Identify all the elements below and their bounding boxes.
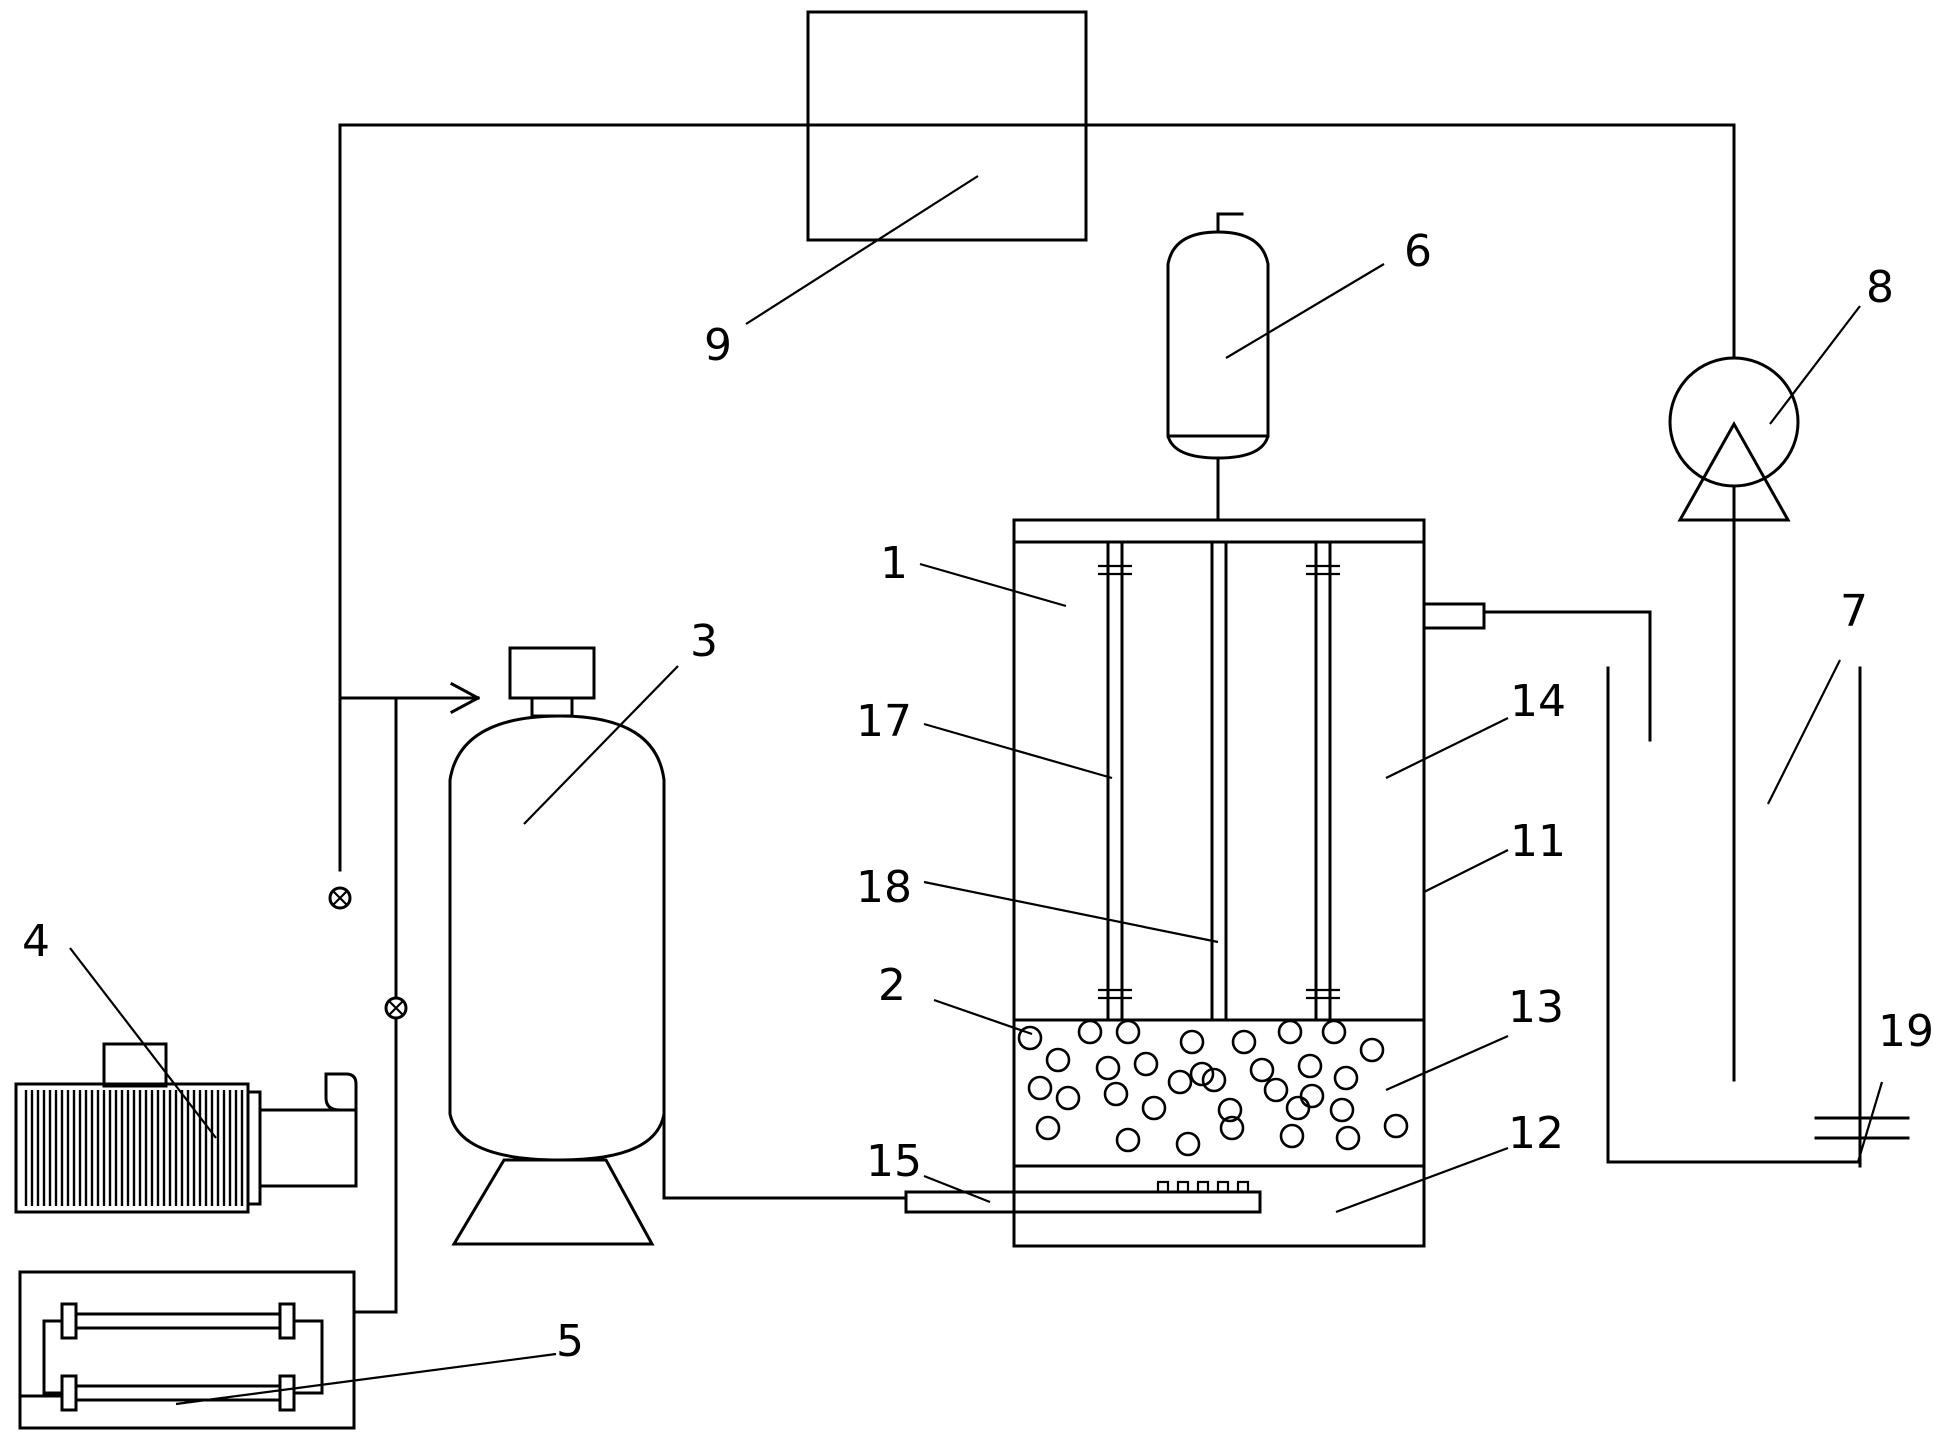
label-3: 3 (690, 616, 718, 667)
particle (1383, 1113, 1409, 1139)
particle (1279, 1123, 1305, 1149)
label-13: 13 (1508, 982, 1564, 1033)
particle (1297, 1053, 1323, 1079)
label-14: 14 (1510, 676, 1566, 727)
label-18: 18 (856, 862, 912, 913)
particle (1277, 1019, 1303, 1045)
electrode-rods (1098, 540, 1340, 1022)
motor-icon (14, 1042, 358, 1214)
top-main-pipe (338, 123, 1736, 1082)
particle (1095, 1055, 1121, 1081)
label-17: 17 (856, 696, 912, 747)
particle (1027, 1075, 1053, 1101)
leader-lines (69, 175, 1884, 1406)
particle (1219, 1115, 1245, 1141)
component-7-tank (1606, 666, 1862, 1164)
particle (1103, 1081, 1129, 1107)
component-3-tank (448, 646, 908, 1246)
label-9: 9 (704, 320, 732, 371)
particle (1077, 1019, 1103, 1045)
particle (1141, 1095, 1167, 1121)
particle (1167, 1069, 1193, 1095)
branch-pipe-to-tank-3 (338, 681, 481, 1314)
labels: 9 6 8 1 3 17 14 7 11 18 4 2 13 19 12 15 … (22, 226, 1934, 1367)
valve-icon[interactable] (384, 996, 408, 1020)
particle (1285, 1095, 1311, 1121)
particle (1115, 1019, 1141, 1045)
particle (1201, 1067, 1227, 1093)
pump-icon (1668, 356, 1800, 1082)
particle (1035, 1115, 1061, 1141)
particle (1249, 1057, 1275, 1083)
particle (1189, 1061, 1215, 1087)
particle (1263, 1077, 1289, 1103)
reactor-outlet-pipe (1422, 602, 1652, 742)
reactor-body (1012, 518, 1426, 1248)
label-15: 15 (866, 1136, 922, 1187)
particle (1333, 1065, 1359, 1091)
particle (1115, 1127, 1141, 1153)
component-19-outlet (1814, 1116, 1910, 1168)
particle (1329, 1097, 1355, 1123)
particle (1299, 1083, 1325, 1109)
particle (1017, 1025, 1043, 1051)
label-11: 11 (1510, 816, 1566, 867)
valve-icon[interactable] (328, 886, 352, 910)
particle (1175, 1131, 1201, 1157)
label-8: 8 (1866, 262, 1894, 313)
label-6: 6 (1404, 226, 1432, 277)
particle (1321, 1019, 1347, 1045)
label-4: 4 (22, 916, 50, 967)
particle (1231, 1029, 1257, 1055)
particle (1217, 1097, 1243, 1123)
label-7: 7 (1840, 586, 1868, 637)
particle-bed (1017, 1019, 1409, 1157)
component-5-unit (18, 1270, 398, 1430)
component-6-vessel (1166, 212, 1270, 522)
particle (1045, 1047, 1071, 1073)
label-5: 5 (556, 1316, 584, 1367)
particle (1335, 1125, 1361, 1151)
particle (1133, 1051, 1159, 1077)
label-19: 19 (1878, 1006, 1934, 1057)
label-1: 1 (880, 538, 908, 589)
particle (1055, 1085, 1081, 1111)
label-12: 12 (1508, 1108, 1564, 1159)
component-15-aerator (904, 1180, 1262, 1214)
label-2: 2 (878, 960, 906, 1011)
particle (1179, 1029, 1205, 1055)
particle (1359, 1037, 1385, 1063)
